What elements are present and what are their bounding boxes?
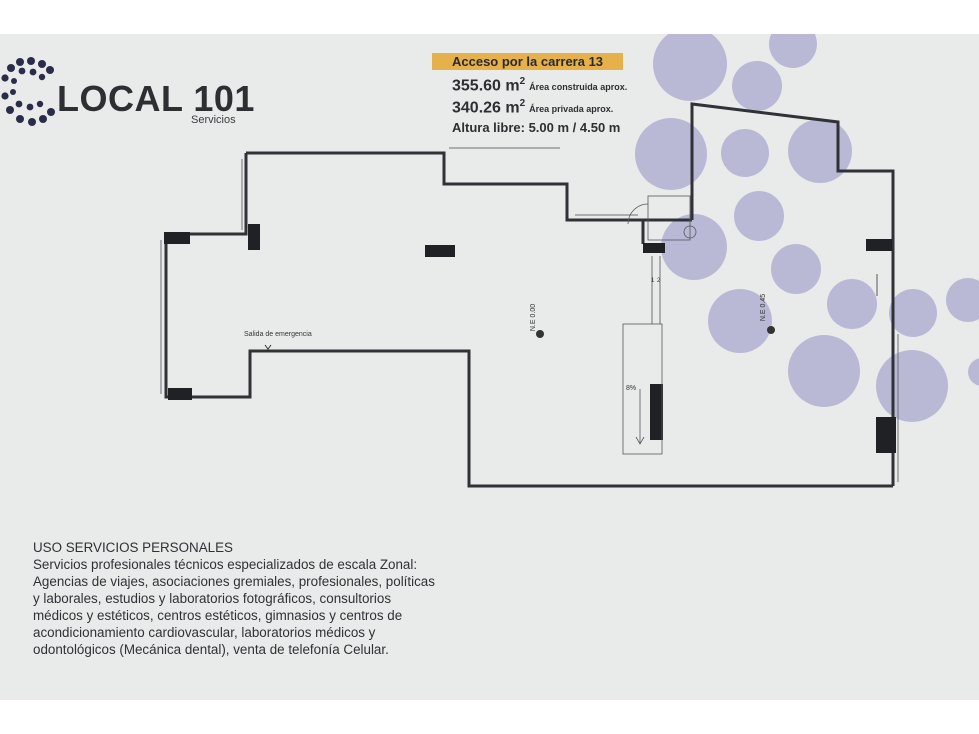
usage-description: USO SERVICIOS PERSONALES Servicios profe…	[33, 539, 503, 658]
ramp-slope-label: 8%	[626, 385, 637, 392]
private-area-unit-sup: 2	[519, 98, 526, 109]
emergency-exit-label: Salida de emergencia	[244, 331, 312, 338]
usage-line: acondicionamiento cardiovascular, labora…	[33, 625, 376, 640]
built-area-value: 355.60 m	[452, 77, 520, 95]
built-area: 355.60 m2Área construida aprox.	[452, 76, 627, 95]
access-badge: Acceso por la carrera 13	[432, 53, 624, 70]
stairs-ramp	[622, 323, 663, 455]
built-area-unit-sup: 2	[519, 76, 526, 87]
emergency-exit-marker	[254, 344, 284, 351]
built-area-label: Área construida aprox.	[529, 82, 628, 93]
local-title: LOCAL 101	[57, 78, 255, 119]
glazing-lines	[160, 147, 899, 482]
private-area-label: Área privada aprox.	[529, 104, 614, 115]
columns	[164, 224, 896, 453]
logo-dots-icon	[1, 57, 55, 126]
usage-heading: USO SERVICIOS PERSONALES	[33, 540, 233, 555]
level-markers	[536, 274, 878, 338]
level-label-2: N.E 0.45	[760, 293, 768, 322]
restroom	[627, 195, 697, 241]
plan-sheet: LOCAL 101 Servicios Acceso por la carrer…	[0, 34, 979, 700]
door-label-1: 1	[651, 278, 655, 284]
level-label-1: N.E 0.00	[530, 303, 538, 332]
usage-line: médicos y estéticos, centros estéticos, …	[33, 608, 403, 623]
local-subtitle: Servicios	[191, 114, 236, 126]
door-label-2: 2	[657, 278, 661, 284]
usage-line: y laborales, estudios y laboratorios fot…	[33, 591, 392, 606]
private-area-value: 340.26 m	[452, 99, 520, 117]
usage-line: odontológicos (Mecánica dental), venta d…	[33, 642, 389, 657]
wall-outline	[164, 102, 895, 488]
decorative-dot-pattern	[635, 34, 979, 422]
usage-line: Servicios profesionales técnicos especia…	[33, 557, 418, 572]
private-area: 340.26 m2Área privada aprox.	[452, 98, 613, 117]
usage-line: Agencias de viajes, asociaciones gremial…	[33, 574, 435, 589]
clear-height: Altura libre: 5.00 m / 4.50 m	[452, 120, 621, 135]
floor-plan-drawing	[1, 34, 979, 488]
